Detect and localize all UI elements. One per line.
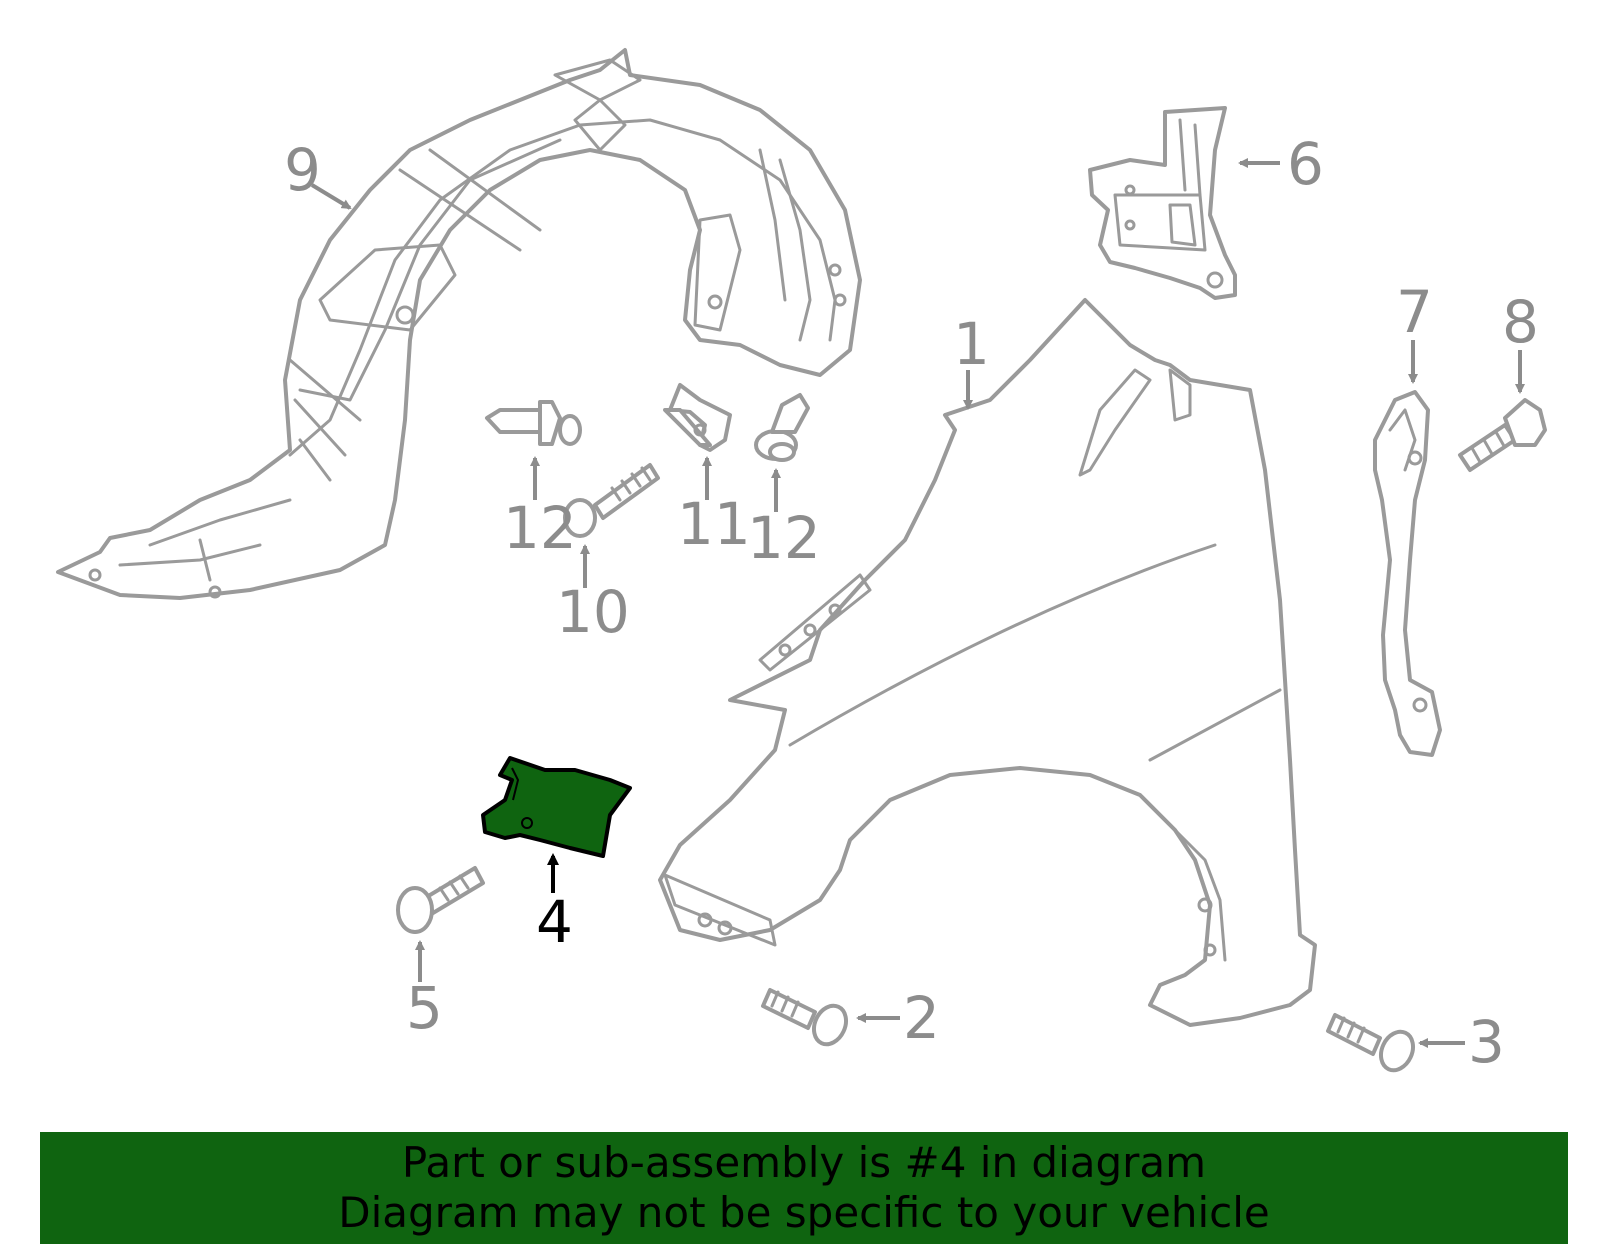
leader-line-9 bbox=[310, 183, 352, 210]
clip-part-8 bbox=[1458, 398, 1547, 472]
trim-strip-part-7 bbox=[1373, 390, 1442, 757]
banner-line-part-number: Part or sub-assembly is #4 in diagram bbox=[401, 1138, 1207, 1187]
callout-12-right: 12 bbox=[747, 504, 821, 572]
bolt-part-5 bbox=[396, 866, 485, 934]
callout-8: 8 bbox=[1502, 288, 1539, 356]
callout-1: 1 bbox=[953, 310, 990, 378]
bracket-part-4-highlighted bbox=[481, 756, 632, 858]
fender-part-1 bbox=[658, 298, 1317, 1027]
callout-10: 10 bbox=[556, 578, 630, 646]
callout-3: 3 bbox=[1468, 1008, 1505, 1076]
info-banner: Part or sub-assembly is #4 in diagram Di… bbox=[40, 1132, 1568, 1244]
bracket-part-6 bbox=[1088, 106, 1237, 300]
callout-7: 7 bbox=[1396, 278, 1433, 346]
callout-4-highlighted: 4 bbox=[536, 888, 573, 956]
callout-5: 5 bbox=[406, 974, 443, 1042]
bolt-part-3 bbox=[1326, 1013, 1416, 1073]
clip-part-12-left bbox=[485, 400, 582, 446]
fender-liner-part-9 bbox=[56, 48, 862, 600]
banner-line-disclaimer: Diagram may not be specific to your vehi… bbox=[338, 1188, 1270, 1237]
callout-2: 2 bbox=[903, 984, 940, 1052]
callout-12-left: 12 bbox=[503, 494, 577, 562]
clip-part-12-right bbox=[754, 393, 810, 462]
nut-part-11 bbox=[663, 383, 732, 452]
callout-11: 11 bbox=[677, 490, 751, 558]
callout-9: 9 bbox=[284, 136, 321, 204]
bolt-part-2 bbox=[761, 988, 849, 1047]
bolt-part-10 bbox=[563, 463, 660, 538]
callout-6: 6 bbox=[1287, 130, 1324, 198]
